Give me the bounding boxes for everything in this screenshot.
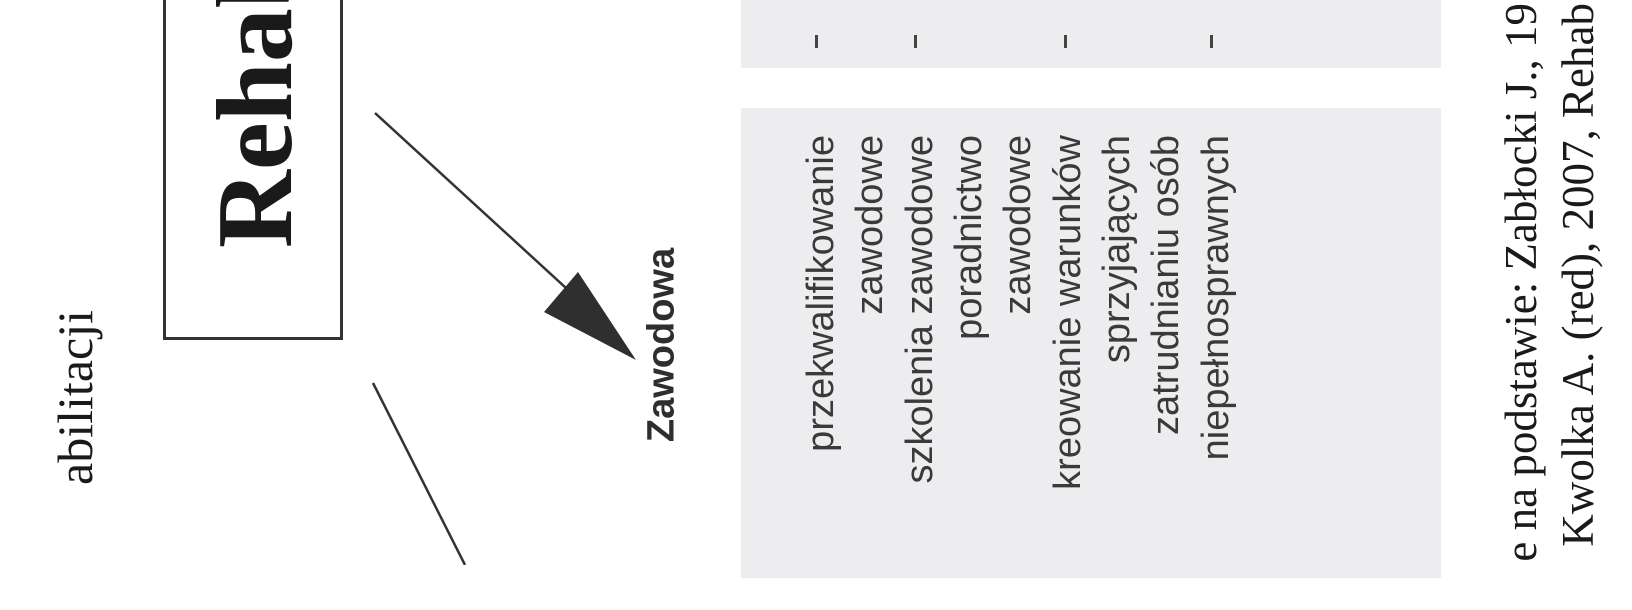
list-line: zatrudnianiu osób: [1145, 135, 1187, 435]
source-citation-line: e na podstawie: Zabłocki J., 19: [1496, 3, 1546, 562]
branch-label: Zawodowa: [640, 247, 683, 443]
list-line: przekwalifikowanie: [800, 135, 842, 452]
source-citation-line: Kwolka A. (red), 2007, Rehab: [1553, 3, 1603, 547]
list-bullet: [1064, 35, 1067, 48]
list-line: szkolenia zawodowe: [899, 135, 941, 484]
list-line: zawodowe: [849, 135, 891, 315]
list-line: niepełnosprawnych: [1195, 135, 1237, 461]
diagram-title-box: Rehab: [163, 0, 343, 340]
list-bullet: [914, 35, 917, 48]
arrow-line: [374, 112, 591, 311]
list-line: kreowanie warunków: [1047, 135, 1089, 490]
connector-lines: [371, 112, 636, 565]
list-bullet: [1210, 35, 1213, 48]
upper-gray-panel: [741, 0, 1441, 68]
list-line: zawodowe: [997, 135, 1039, 315]
arrow-head-icon: [544, 272, 636, 360]
lower-connector-line: [371, 382, 467, 565]
list-line: poradnictwo: [948, 135, 990, 340]
vocational-list-panel: [741, 108, 1441, 578]
list-bullet: [815, 35, 818, 48]
list-line: sprzyjających: [1096, 135, 1138, 364]
